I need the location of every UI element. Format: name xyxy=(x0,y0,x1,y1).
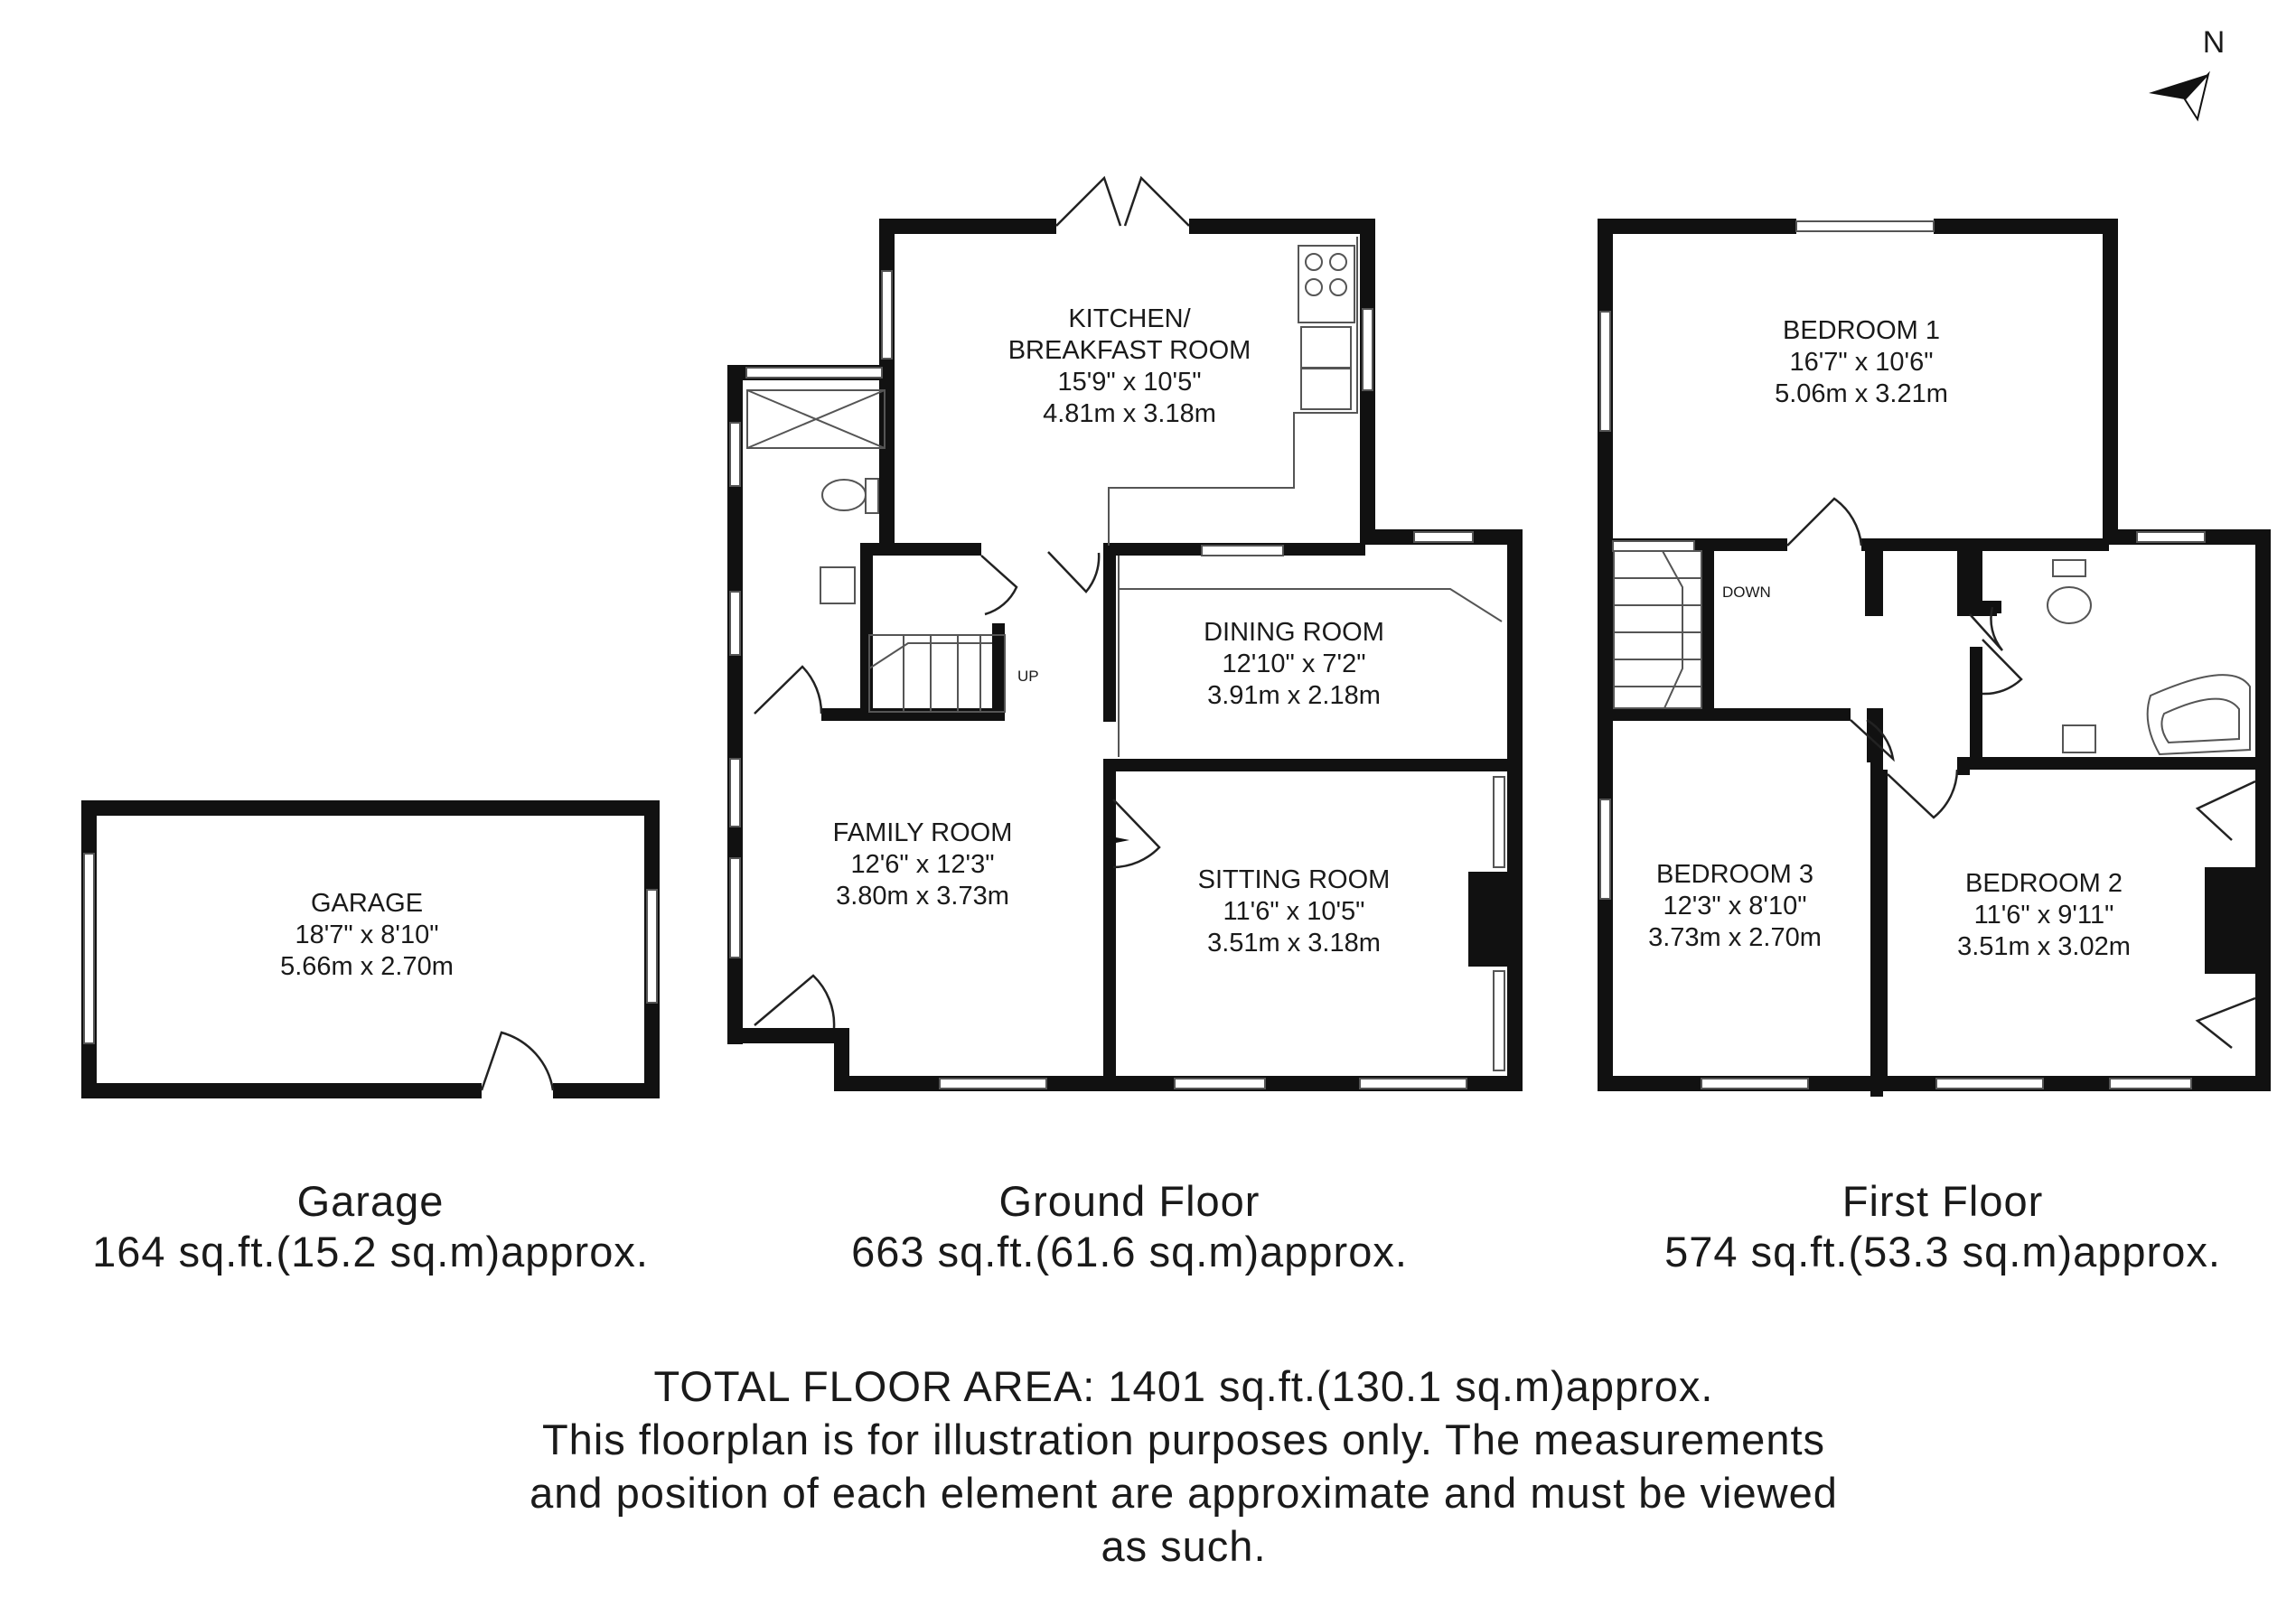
garage-name: GARAGE xyxy=(311,889,423,918)
ground-floor-caption: Ground Floor 663 sq.ft.(61.6 sq.m)approx… xyxy=(786,1176,1473,1277)
garage-caption-title: Garage xyxy=(296,1177,445,1225)
dining-name: DINING ROOM xyxy=(1204,618,1384,647)
ground-floor-plan: UP KITCHEN/ BREAKFAST ROOM 15'9" x 10'5"… xyxy=(727,175,1523,1091)
total-floor-area: TOTAL FLOOR AREA: 1401 sq.ft.(130.1 sq.m… xyxy=(653,1362,1714,1410)
bedroom2-name: BEDROOM 2 xyxy=(1965,869,2123,898)
disclaimer-line-1: This floorplan is for illustration purpo… xyxy=(541,1416,1826,1463)
ground-caption-area: 663 sq.ft.(61.6 sq.m)approx. xyxy=(851,1228,1408,1276)
family-metric: 3.80m x 3.73m xyxy=(836,882,1009,911)
bedroom2-imperial: 11'6" x 9'11" xyxy=(1974,901,2114,930)
sitting-metric: 3.51m x 3.18m xyxy=(1207,929,1381,958)
north-arrow-icon: N xyxy=(2149,25,2226,122)
bedroom1-imperial: 16'7" x 10'6" xyxy=(1789,348,1933,377)
family-imperial: 12'6" x 12'3" xyxy=(850,850,994,879)
first-floor-plan: DOWN BEDROOM 1 16'7" x 10'6" 5.06m x 3.2… xyxy=(1598,219,2271,1097)
disclaimer-line-3: as such. xyxy=(1101,1522,1267,1570)
kitchen-imperial: 15'9" x 10'5" xyxy=(1057,368,1201,397)
garage-imperial: 18'7" x 8'10" xyxy=(295,920,438,949)
stairs-up-label: UP xyxy=(1017,668,1039,685)
sitting-name: SITTING ROOM xyxy=(1198,865,1391,894)
first-floor-stairs: DOWN xyxy=(1613,550,1771,709)
bedroom2-metric: 3.51m x 3.02m xyxy=(1957,932,2131,961)
first-floor-caption: First Floor 574 sq.ft.(53.3 sq.m)approx. xyxy=(1599,1176,2286,1277)
bedroom3-name: BEDROOM 3 xyxy=(1656,860,1813,889)
bedroom1-metric: 5.06m x 3.21m xyxy=(1775,379,1948,408)
disclaimer-line-2: and position of each element are approxi… xyxy=(529,1469,1838,1517)
garage-caption: Garage 164 sq.ft.(15.2 sq.m)approx. xyxy=(36,1176,705,1277)
total-area-disclaimer: TOTAL FLOOR AREA: 1401 sq.ft.(130.1 sq.m… xyxy=(334,1360,2033,1573)
dining-metric: 3.91m x 2.18m xyxy=(1207,681,1381,710)
garage-metric: 5.66m x 2.70m xyxy=(280,952,454,981)
first-caption-area: 574 sq.ft.(53.3 sq.m)approx. xyxy=(1664,1228,2221,1276)
bedroom3-imperial: 12'3" x 8'10" xyxy=(1663,892,1806,920)
first-caption-title: First Floor xyxy=(1841,1177,2044,1225)
ground-stairs: UP xyxy=(868,634,1039,713)
kitchen-metric: 4.81m x 3.18m xyxy=(1043,399,1216,428)
family-name: FAMILY ROOM xyxy=(833,818,1013,847)
dining-imperial: 12'10" x 7'2" xyxy=(1222,649,1365,678)
bedroom1-name: BEDROOM 1 xyxy=(1783,316,1940,345)
kitchen-line1: KITCHEN/ xyxy=(1068,304,1191,333)
garage-plan: GARAGE 18'7" x 8'10" 5.66m x 2.70m xyxy=(81,800,660,1098)
bedroom3-metric: 3.73m x 2.70m xyxy=(1648,923,1822,952)
stairs-down-label: DOWN xyxy=(1722,584,1771,601)
kitchen-line2: BREAKFAST ROOM xyxy=(1008,336,1251,365)
garage-caption-area: 164 sq.ft.(15.2 sq.m)approx. xyxy=(92,1228,649,1276)
ground-caption-title: Ground Floor xyxy=(998,1177,1260,1225)
compass-label: N xyxy=(2203,25,2226,60)
sitting-imperial: 11'6" x 10'5" xyxy=(1223,897,1365,926)
